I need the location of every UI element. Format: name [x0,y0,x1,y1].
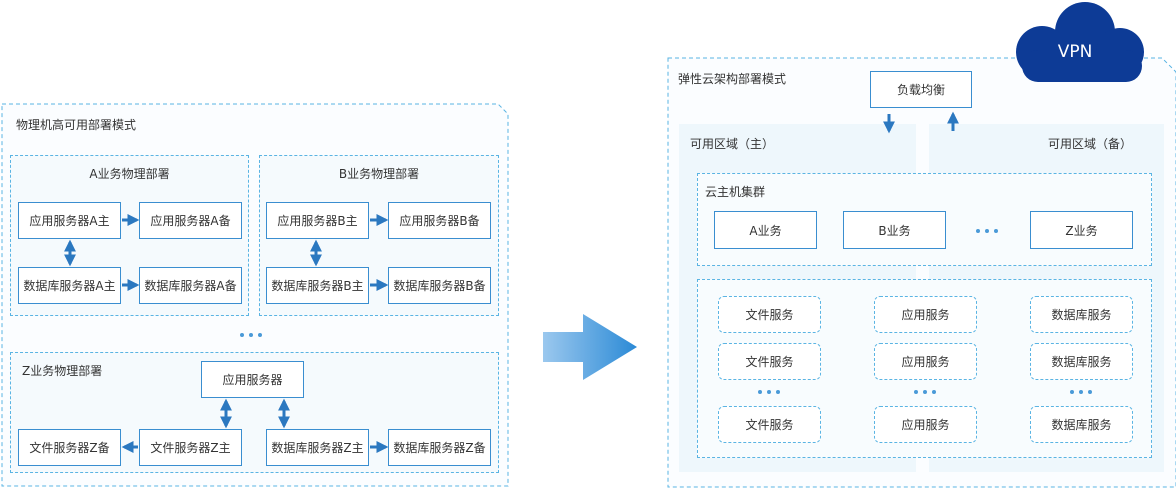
file-service-3: 文件服务 [718,406,821,443]
db-service-2: 数据库服务 [1030,343,1133,380]
right-frame-title: 弹性云架构部署模式 [678,72,787,86]
transition-arrow-icon [543,314,637,380]
zone-main-label: 可用区域（主） [690,137,775,151]
db-service-3: 数据库服务 [1030,406,1133,443]
app-server-a-main: 应用服务器A主 [18,202,121,239]
db-server-z-main: 数据库服务器Z主 [266,429,369,466]
vpn-label: VPN [1057,42,1093,62]
group-z-title: Z业务物理部署 [22,364,103,378]
db-server-b-backup: 数据库服务器B备 [388,267,491,304]
more-biz-ellipsis [976,229,998,233]
load-balancer: 负载均衡 [870,71,972,108]
db-service-1: 数据库服务 [1030,296,1133,333]
app-server-a-backup: 应用服务器A备 [139,202,242,239]
file-service-1: 文件服务 [718,296,821,333]
file-service-2: 文件服务 [718,343,821,380]
zone-backup-label: 可用区域（备） [1048,137,1133,151]
group-a-title: A业务物理部署 [89,167,170,181]
app-service-2: 应用服务 [874,343,977,380]
db-server-a-backup: 数据库服务器A备 [139,267,242,304]
app-service-1: 应用服务 [874,296,977,333]
app-service-ellipsis [914,390,936,394]
app-service-3: 应用服务 [874,406,977,443]
cluster-title: 云主机集群 [705,185,766,199]
db-server-z-backup: 数据库服务器Z备 [388,429,491,466]
db-server-a-main: 数据库服务器A主 [18,267,121,304]
biz-b: B业务 [843,211,946,249]
app-server-z: 应用服务器 [201,361,304,398]
group-b-title: B业务物理部署 [338,167,420,181]
left-frame-title: 物理机高可用部署模式 [16,118,137,132]
biz-z: Z业务 [1030,211,1133,249]
db-server-b-main: 数据库服务器B主 [266,267,369,304]
file-server-z-backup: 文件服务器Z备 [18,429,121,466]
file-service-ellipsis [758,390,780,394]
app-server-b-backup: 应用服务器B备 [388,202,491,239]
more-groups-ellipsis [240,333,262,337]
app-server-b-main: 应用服务器B主 [266,202,369,239]
vpn-cloud-icon [1016,2,1144,82]
file-server-z-main: 文件服务器Z主 [139,429,242,466]
biz-a: A业务 [714,211,817,249]
db-service-ellipsis [1070,390,1092,394]
